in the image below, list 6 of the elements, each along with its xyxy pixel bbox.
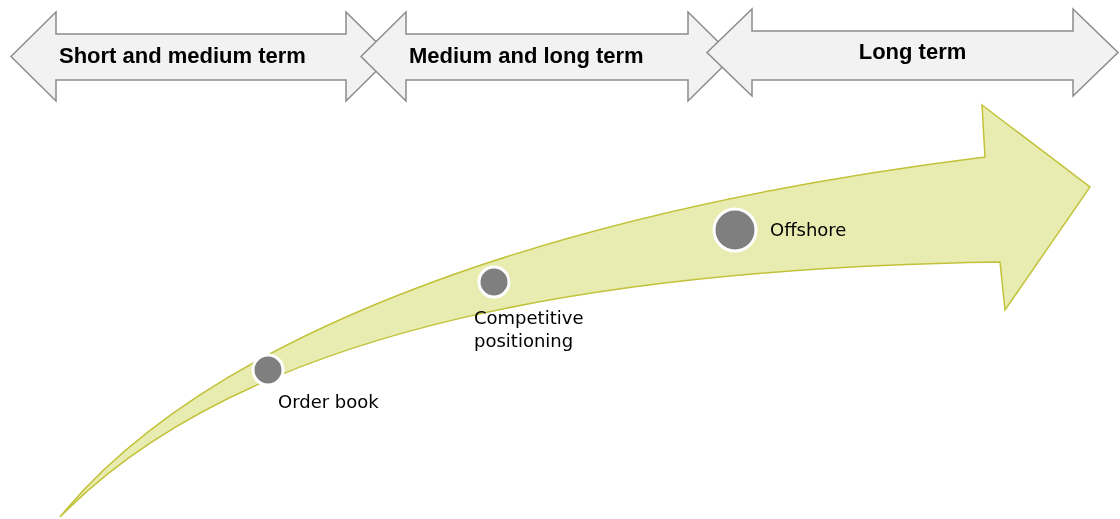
period-label: Medium and long term: [409, 42, 644, 69]
milestone-label: Offshore: [770, 218, 848, 242]
milestone-label: Order book: [278, 390, 380, 414]
period-label: Long term: [857, 38, 968, 65]
milestone-label: Competitive positioning: [474, 306, 585, 353]
period-label: Short and medium term: [59, 42, 306, 69]
